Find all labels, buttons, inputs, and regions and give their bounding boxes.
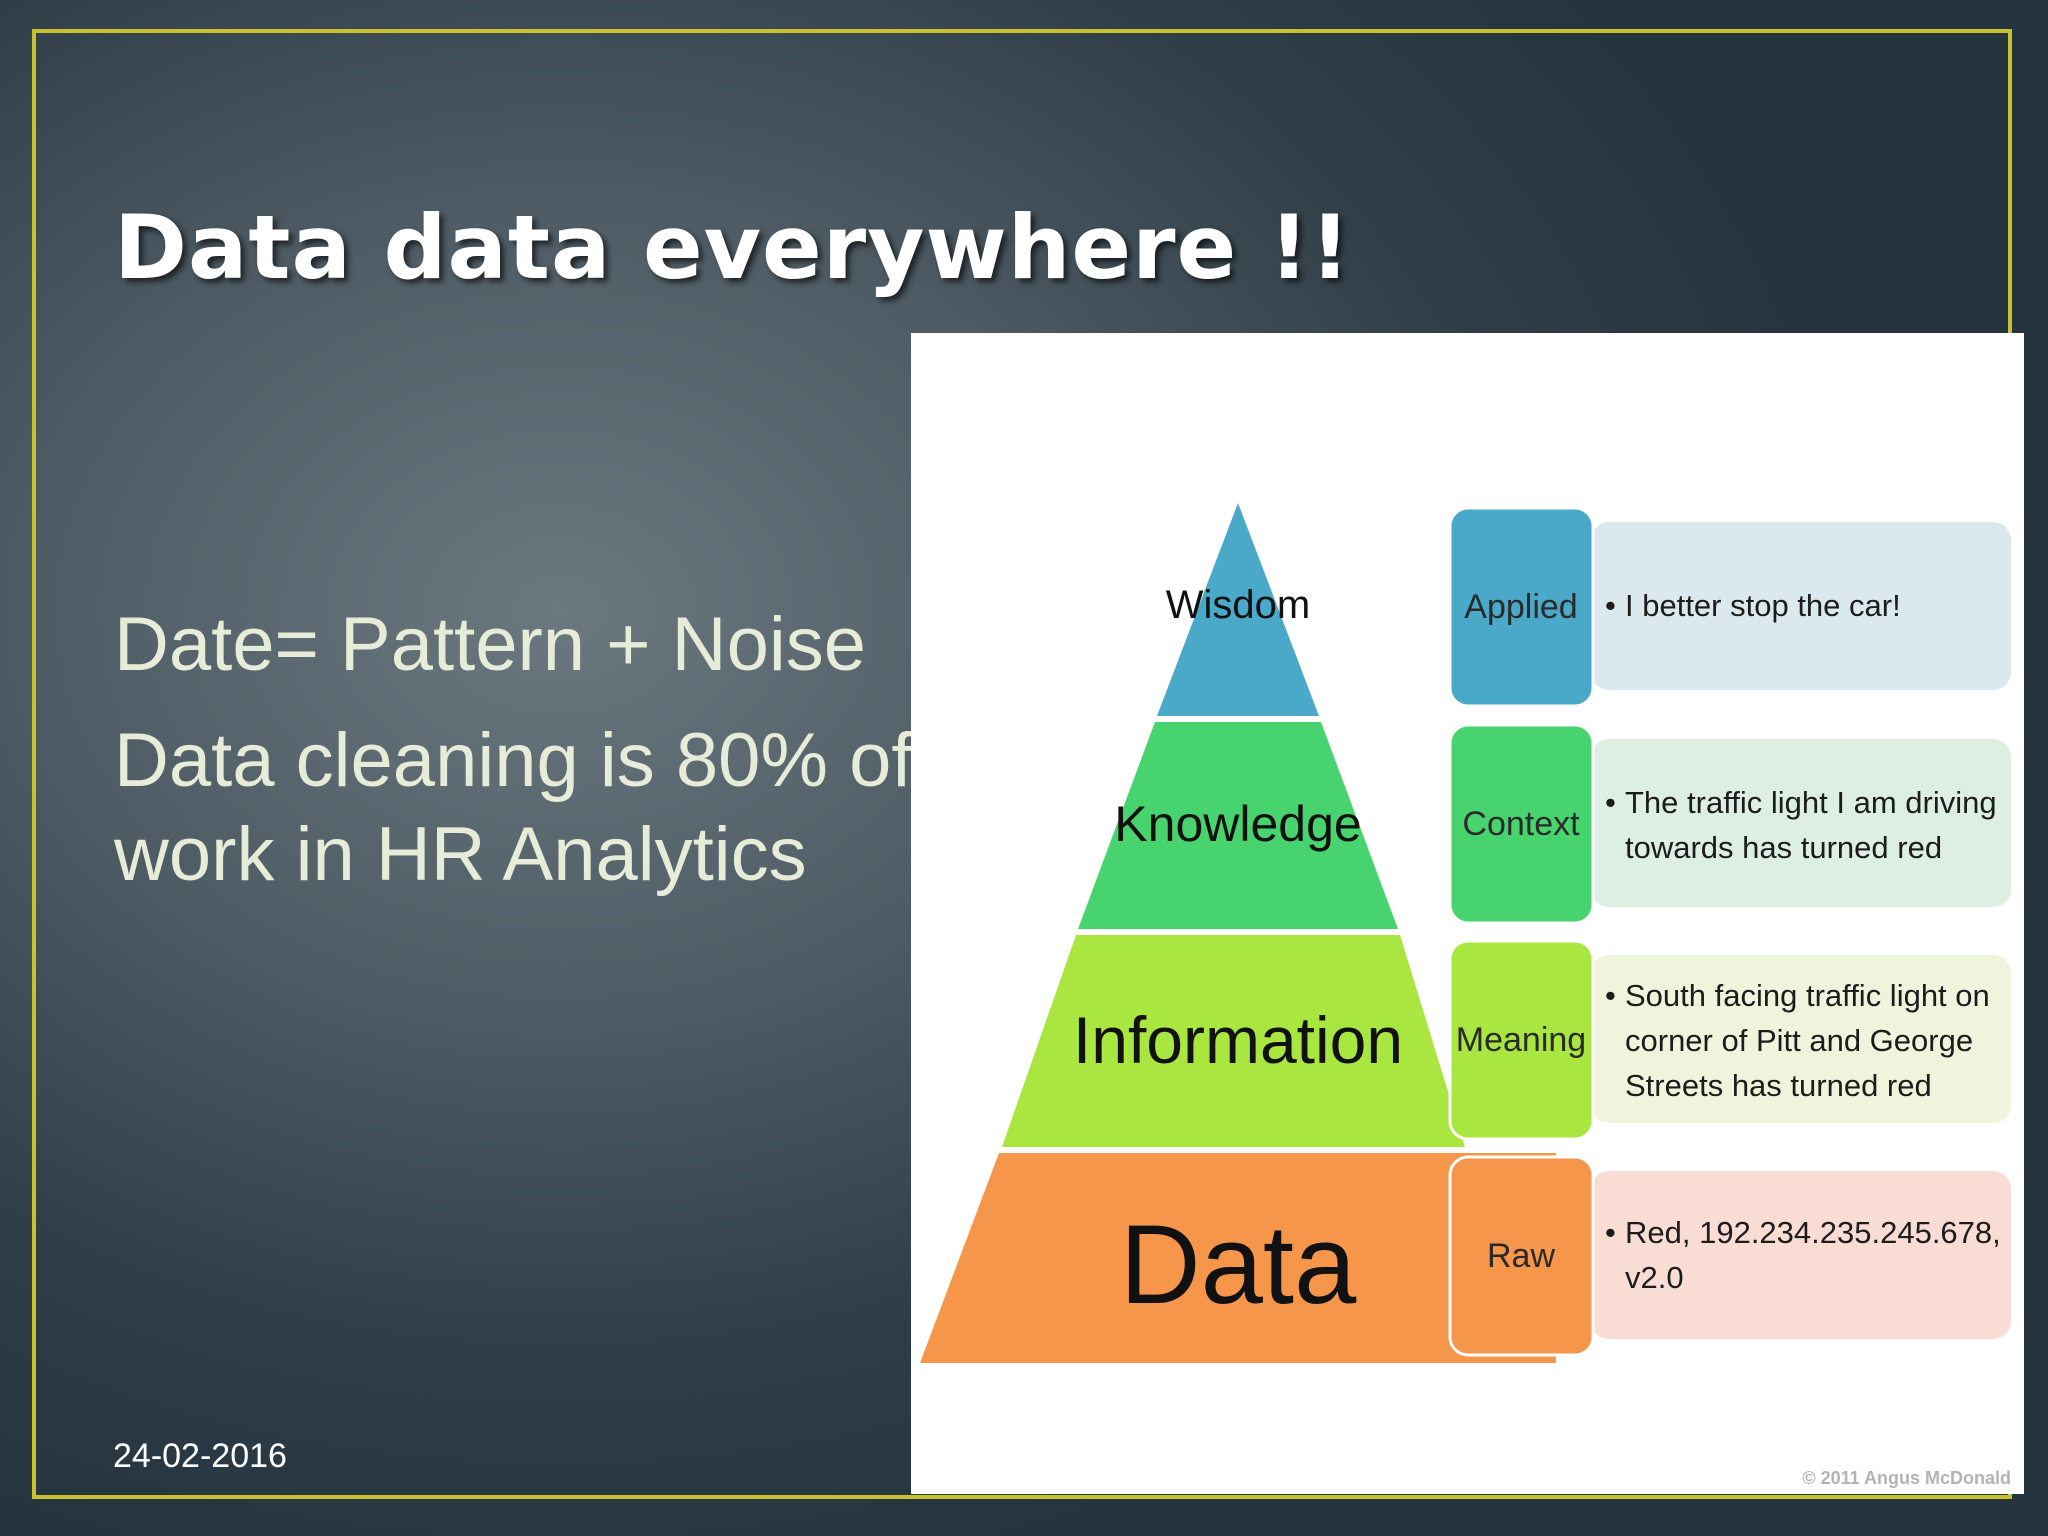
pyramid-level-data [920,1153,1556,1363]
bullet-marker: • [1605,785,1616,820]
slide-date: 24-02-2016 [113,1437,287,1475]
dikw-row-meaning: Meaning • South facing traffic light on … [1448,939,2011,1141]
dikw-row-context: Context • The traffic light I am driving… [1448,723,2011,925]
description-line: The traffic light I am driving [1625,785,1997,820]
description-line: towards has turned red [1625,830,1942,865]
bullet-marker: • [1605,978,1616,1013]
pyramid-label-information: Information [1073,1003,1403,1077]
pyramid-level-knowledge [1078,722,1398,929]
dikw-row-raw: Raw • Red, 192.234.235.245.678, v2.0 [1448,1155,2011,1357]
bullet-text: Data cleaning is 80% of the work in HR A… [114,718,1040,897]
dikw-diagram: Wisdom Knowledge Information Data Applie… [920,503,2011,1488]
category-box [1448,723,1595,925]
description-panel [1591,522,2011,690]
bullet-marker: • [1605,1215,1616,1250]
pyramid-level-information [1002,935,1465,1147]
bullet-list: Date= Pattern + Noise Data cleaning is 8… [114,598,1214,924]
description-line: Red, 192.234.235.245.678, [1625,1215,2001,1250]
category-label-meaning: Meaning [1456,1021,1586,1059]
description-line: South facing traffic light on [1625,978,1990,1013]
description-line: corner of Pitt and George [1625,1023,1973,1058]
category-box [1448,939,1595,1141]
bullet-marker: • [1605,588,1616,623]
description-panel [1591,739,2011,907]
pyramid-label-data: Data [1120,1202,1357,1327]
pyramid-label-wisdom: Wisdom [1166,583,1310,627]
dikw-row-applied: Applied • I better stop the car! [1448,506,2011,708]
description-panel [1591,955,2011,1123]
description-line: I better stop the car! [1625,588,1901,623]
category-label-raw: Raw [1487,1237,1555,1275]
category-box [1448,1155,1595,1357]
bullet-text: Date= Pattern + Noise [114,602,866,687]
description-line: Streets has turned red [1625,1068,1932,1103]
bullet-item: Date= Pattern + Noise [114,598,1214,692]
dikw-figure: Wisdom Knowledge Information Data Applie… [911,333,2024,1494]
pyramid-level-wisdom [1157,503,1319,716]
category-label-applied: Applied [1464,588,1577,626]
slide-title: Data data everywhere !! [114,196,1352,299]
pyramid-label-knowledge: Knowledge [1114,796,1361,852]
description-line: v2.0 [1625,1260,1684,1295]
description-panel [1591,1171,2011,1339]
pyramid: Wisdom Knowledge Information Data [920,503,1556,1363]
bullet-item: Data cleaning is 80% of the work in HR A… [114,714,1214,902]
figure-credit: © 2011 Angus McDonald [1802,1468,2011,1488]
category-box [1448,506,1595,708]
category-label-context: Context [1462,805,1580,843]
